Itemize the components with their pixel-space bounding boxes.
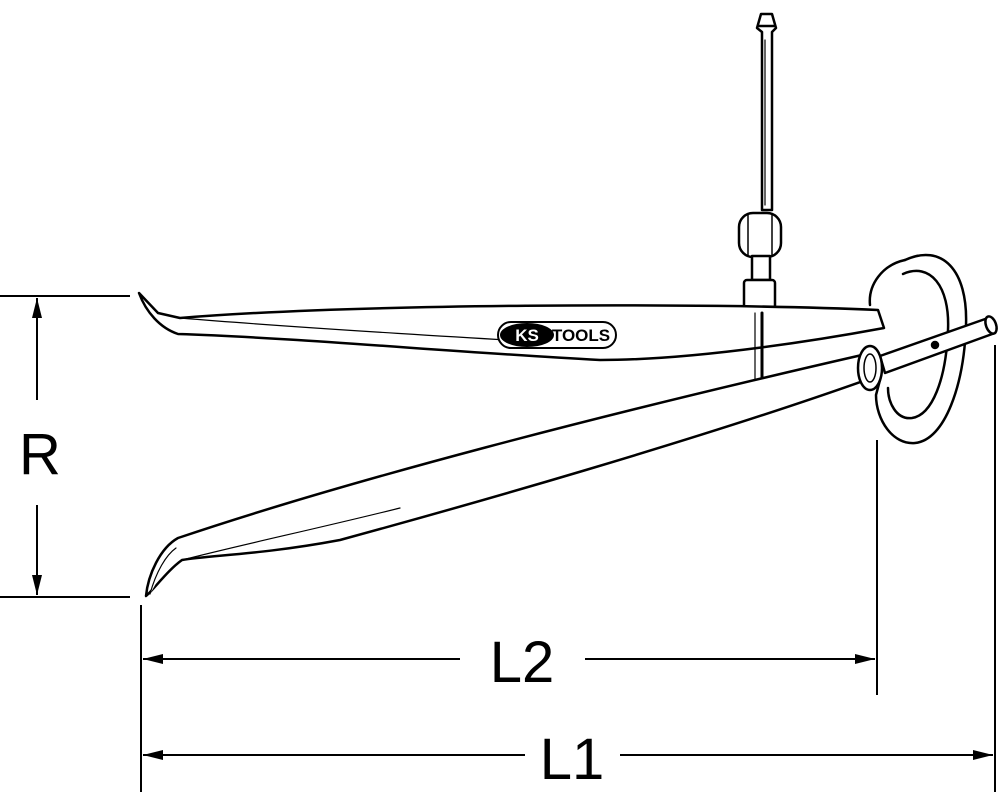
dimension-lines	[0, 295, 996, 792]
l1-label: L1	[540, 727, 605, 792]
l2-label: L2	[490, 630, 555, 695]
r-label: R	[19, 422, 61, 487]
lower-leg	[144, 353, 882, 598]
logo-ks-text: KS	[515, 326, 539, 345]
locking-nut	[737, 211, 783, 315]
ks-tools-logo: KS TOOLS	[497, 321, 617, 349]
divider-tool: KS TOOLS	[137, 12, 998, 598]
adjusting-rod	[755, 12, 778, 212]
pivot-assembly	[856, 315, 998, 392]
logo-tools-text: TOOLS	[552, 326, 610, 345]
